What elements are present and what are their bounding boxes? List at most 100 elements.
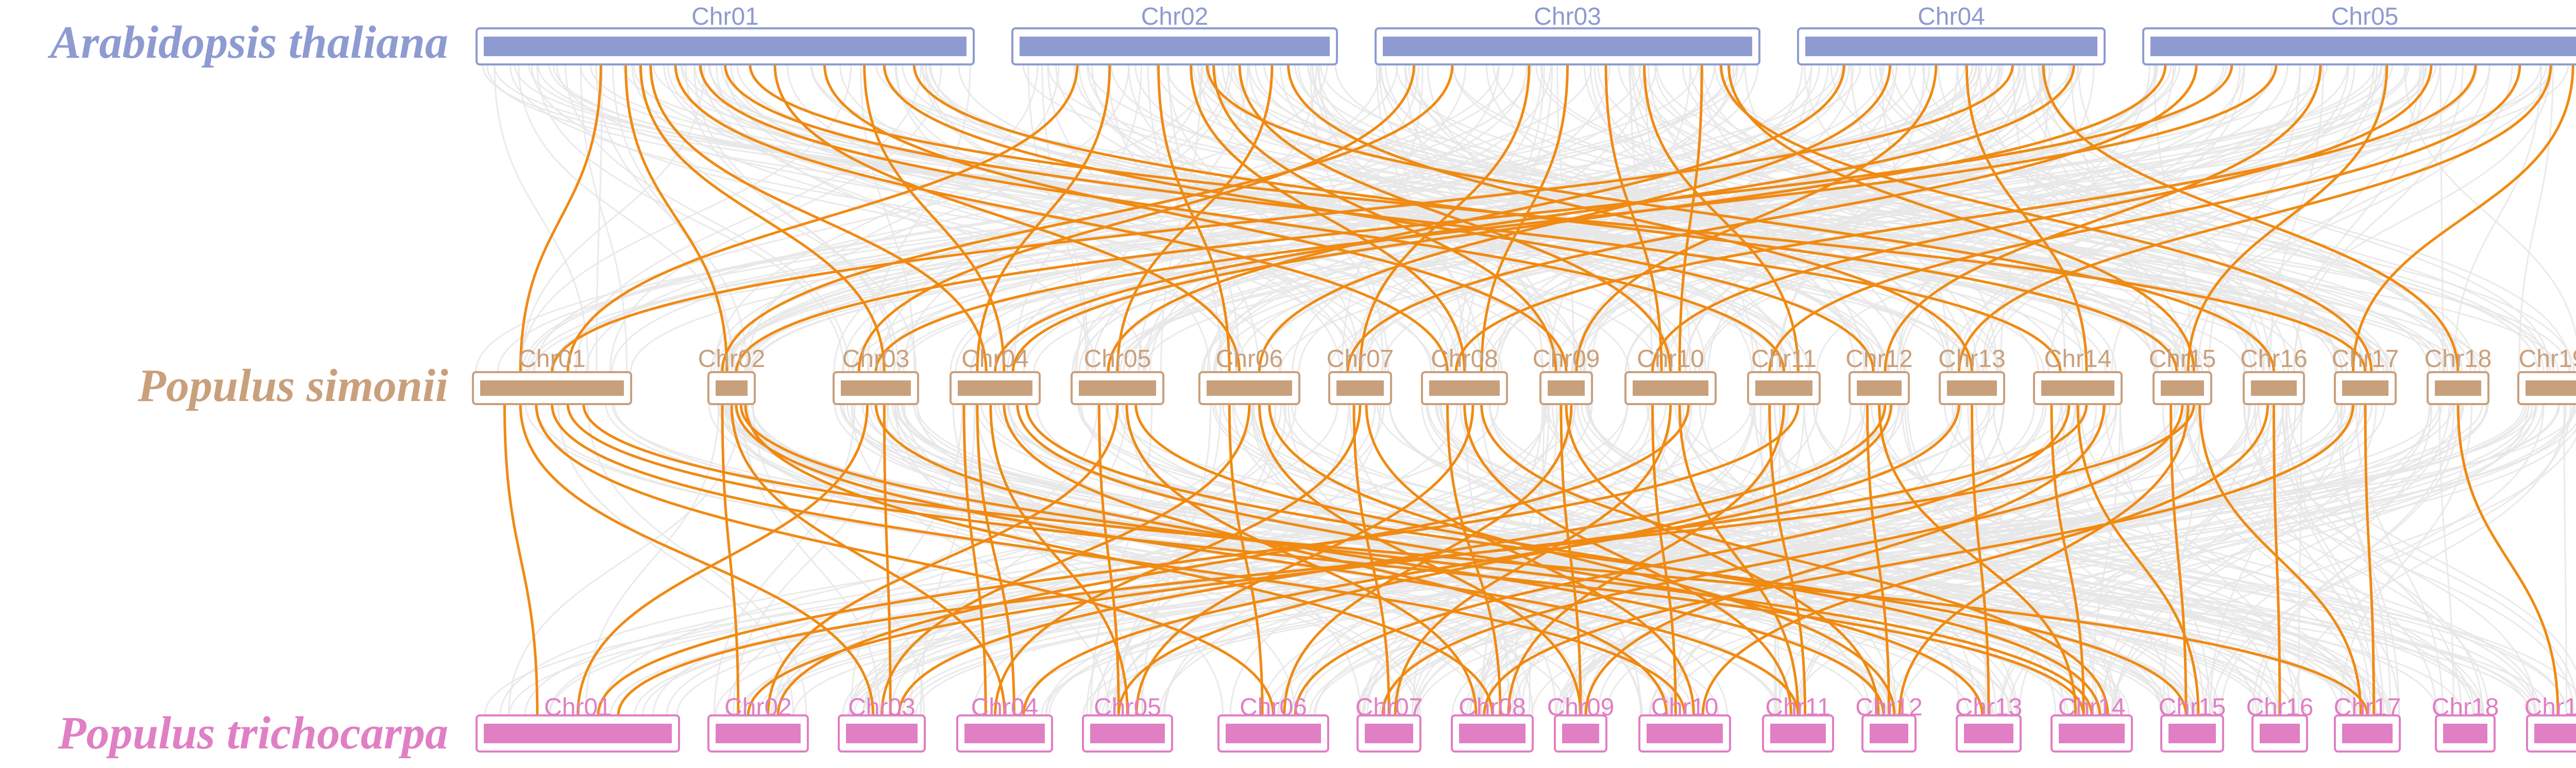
background-link xyxy=(1162,404,1707,716)
chromosome-3-chr19: Chr19 xyxy=(2524,694,2576,753)
background-link xyxy=(1149,64,1500,373)
highlight-link xyxy=(1643,64,1800,373)
background-link xyxy=(2061,404,2205,716)
background-link xyxy=(1871,404,2431,716)
highlight-link xyxy=(639,64,886,373)
background-link xyxy=(585,64,1328,373)
highlight-link xyxy=(1678,64,1703,373)
background-link xyxy=(1279,64,2547,373)
highlight-link xyxy=(962,404,987,716)
chromosome-bar xyxy=(1459,724,1526,743)
species-label-arabidopsis: Arabidopsis thaliana xyxy=(47,17,448,68)
chromosome-bar xyxy=(1964,724,2013,743)
chromosome-1-chr05: Chr05 xyxy=(2142,3,2576,65)
background-link xyxy=(1481,404,1672,716)
background-link xyxy=(1414,64,1786,373)
background-link xyxy=(998,64,2228,373)
background-link xyxy=(725,404,1255,716)
background-link xyxy=(1698,64,1967,373)
background-link xyxy=(611,64,1592,373)
background-link xyxy=(2175,64,2513,373)
chromosome-bar xyxy=(716,724,801,743)
background-link xyxy=(2563,404,2567,716)
highlight-link xyxy=(1125,404,1478,716)
background-link xyxy=(714,64,1039,373)
highlight-link xyxy=(1584,404,2106,716)
chromosome-2-chr05: Chr05 xyxy=(1071,345,1164,405)
highlight-link xyxy=(1454,64,2477,373)
chromosome-label: Chr11 xyxy=(1751,345,1817,373)
chromosome-label: Chr02 xyxy=(724,694,792,721)
background-link xyxy=(1584,64,2047,373)
chromosome-label: Chr05 xyxy=(1084,345,1151,373)
background-link xyxy=(724,64,1247,373)
chromosome-2-chr16: Chr16 xyxy=(2240,345,2308,405)
highlight-link xyxy=(1678,404,1800,716)
chromosome-label: Chr14 xyxy=(2058,694,2126,721)
chromosome-bar xyxy=(2443,724,2487,743)
chromosome-label: Chr03 xyxy=(1534,3,1601,30)
highlight-link xyxy=(1003,404,1668,716)
chromosome-label: Chr09 xyxy=(1533,345,1600,373)
background-link xyxy=(1074,64,1552,373)
chromosome-bar xyxy=(958,380,1032,396)
highlight-link xyxy=(1212,64,1557,373)
background-link xyxy=(2104,404,2296,716)
highlight-link xyxy=(1238,64,1672,373)
highlight-link xyxy=(976,64,1111,373)
highlight-link xyxy=(535,404,1275,716)
chromosome-2-chr04: Chr04 xyxy=(950,345,1041,405)
background-link xyxy=(494,64,589,373)
chromosome-label: Chr03 xyxy=(842,345,910,373)
chromosome-3-chr14: Chr14 xyxy=(2050,694,2133,753)
background-link xyxy=(1101,404,2352,716)
highlight-link xyxy=(1575,64,1938,373)
highlight-link xyxy=(1878,404,2077,716)
chromosome-label: Chr02 xyxy=(698,345,766,373)
chromosome-label: Chr10 xyxy=(1651,694,1719,721)
background-link xyxy=(766,404,1297,716)
chromosome-label: Chr18 xyxy=(2425,345,2492,373)
species-label-populus-trichocarpa: Populus trichocarpa xyxy=(57,708,448,759)
chromosome-3-chr15: Chr15 xyxy=(2159,694,2226,753)
chromosome-label: Chr13 xyxy=(1938,345,2006,373)
background-link xyxy=(2287,404,2576,672)
chromosome-2-chr15: Chr15 xyxy=(2149,345,2216,405)
background-link xyxy=(1669,404,2005,716)
highlight-link xyxy=(1565,404,1880,716)
chromosome-label: Chr18 xyxy=(2432,694,2499,721)
chromosome-bar xyxy=(2161,380,2204,396)
background-link xyxy=(916,404,2268,716)
chromosome-label: Chr13 xyxy=(1955,694,2023,721)
background-link xyxy=(2163,404,2201,716)
background-link xyxy=(725,404,1869,716)
chromosome-bar xyxy=(2150,37,2576,56)
highlight-link xyxy=(1287,64,1973,373)
highlight-link xyxy=(1359,64,1531,373)
background-link xyxy=(557,404,794,716)
chromosome-bar xyxy=(1383,37,1752,56)
chromosome-2-chr12: Chr12 xyxy=(1845,345,1913,405)
highlight-link xyxy=(2050,404,2085,716)
highlight-link xyxy=(1480,404,2109,716)
background-link xyxy=(2077,64,2271,373)
background-link xyxy=(1874,64,2463,373)
background-link xyxy=(1319,64,2570,373)
background-link xyxy=(1119,64,2181,373)
chromosome-bar xyxy=(1870,724,1908,743)
background-link xyxy=(1258,64,2025,373)
chromosome-label: Chr15 xyxy=(2149,345,2216,373)
background-link xyxy=(1277,404,2117,716)
background-link xyxy=(1774,404,1960,716)
highlight-link xyxy=(2364,404,2376,716)
highlight-link xyxy=(883,404,892,716)
chromosome-label: Chr01 xyxy=(691,3,759,30)
chromosome-label: Chr17 xyxy=(2334,694,2401,721)
background-link xyxy=(1999,404,2361,716)
background-link xyxy=(1887,64,2150,373)
highlight-link xyxy=(519,64,602,373)
chromosome-2-chr02: Chr02 xyxy=(698,345,766,405)
background-link xyxy=(2453,64,2543,373)
chromosome-label: Chr05 xyxy=(2331,3,2399,30)
chromosome-bar xyxy=(1562,724,1599,743)
